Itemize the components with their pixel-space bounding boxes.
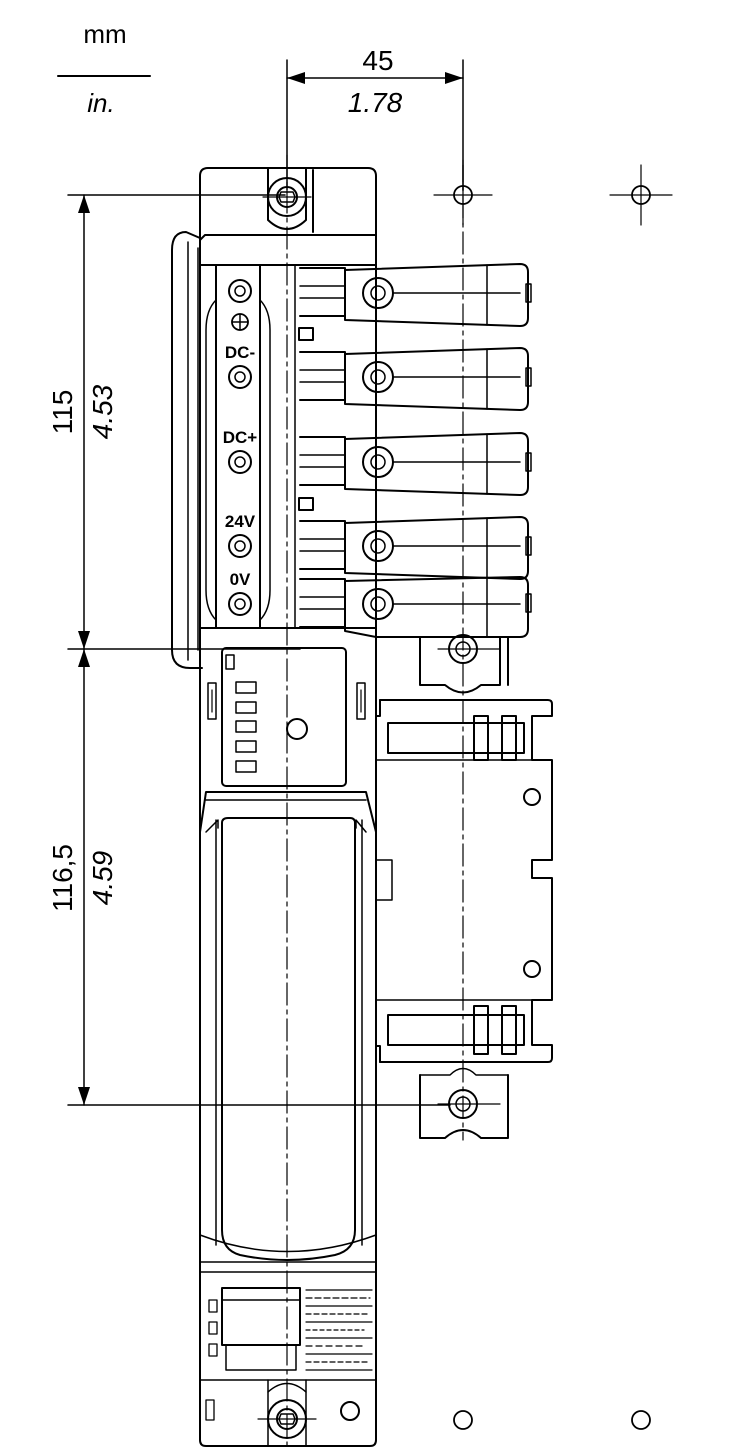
terminal-label-0v: 0V <box>230 570 251 589</box>
rail-adapter-plate <box>375 699 553 1063</box>
terminal-block: DC- DC+ 24V 0V <box>223 279 314 616</box>
terminal-label-24v: 24V <box>225 512 256 531</box>
unit-mm: mm <box>83 19 126 49</box>
terminal-label-dc-plus: DC+ <box>223 428 258 447</box>
unit-in: in. <box>87 88 114 118</box>
plug-connector-4 <box>299 516 532 580</box>
lower-height-mm: 116,5 <box>47 844 78 912</box>
bottom-connector-area <box>199 1261 377 1371</box>
width-dimension: 45 1.78 <box>286 45 464 191</box>
connector-screw-4 <box>362 530 394 562</box>
status-led-5 <box>235 760 257 773</box>
status-led-4 <box>235 740 257 753</box>
plug-connector-5 <box>299 576 532 638</box>
bottom-base <box>199 1379 377 1447</box>
mount-hole-top-middle <box>433 164 493 226</box>
upper-height-in: 4.53 <box>87 384 118 439</box>
status-led-1 <box>235 681 257 694</box>
ground-symbol <box>231 313 249 331</box>
connector-screw-2 <box>362 361 394 393</box>
width-in: 1.78 <box>348 87 403 118</box>
status-led-3 <box>235 720 257 733</box>
upper-height-mm: 115 <box>47 390 78 435</box>
connector-screw-1 <box>362 277 394 309</box>
cover-latch <box>199 791 377 833</box>
lower-height-in: 4.59 <box>87 851 118 906</box>
rail-clip-upper <box>419 634 509 694</box>
mount-hole-top-right <box>609 164 673 226</box>
terminal-screw-1 <box>228 279 252 303</box>
status-led-2 <box>235 701 257 714</box>
terminal-screw-3 <box>228 450 252 474</box>
terminal-screw-2 <box>228 365 252 389</box>
terminal-screw-4 <box>228 534 252 558</box>
plug-connector-2 <box>299 347 532 411</box>
status-led-panel <box>207 647 366 787</box>
connector-screw-5 <box>362 588 394 620</box>
upper-height-dimension: 115 4.53 <box>47 194 301 650</box>
mount-hole-bottom-middle <box>453 1410 473 1430</box>
label-window <box>199 817 377 1261</box>
terminal-screw-5 <box>228 592 252 616</box>
plug-connector-1 <box>299 263 532 327</box>
mount-hole-bottom-right <box>631 1410 651 1430</box>
terminal-label-dc-minus: DC- <box>225 343 255 362</box>
unit-legend: mm in. <box>57 19 151 118</box>
lower-height-dimension: 116,5 4.59 <box>47 648 451 1106</box>
connector-screw-3 <box>362 446 394 478</box>
rail-clip-lower <box>419 1067 509 1139</box>
width-mm: 45 <box>362 45 393 76</box>
plug-connector-3 <box>299 432 532 496</box>
